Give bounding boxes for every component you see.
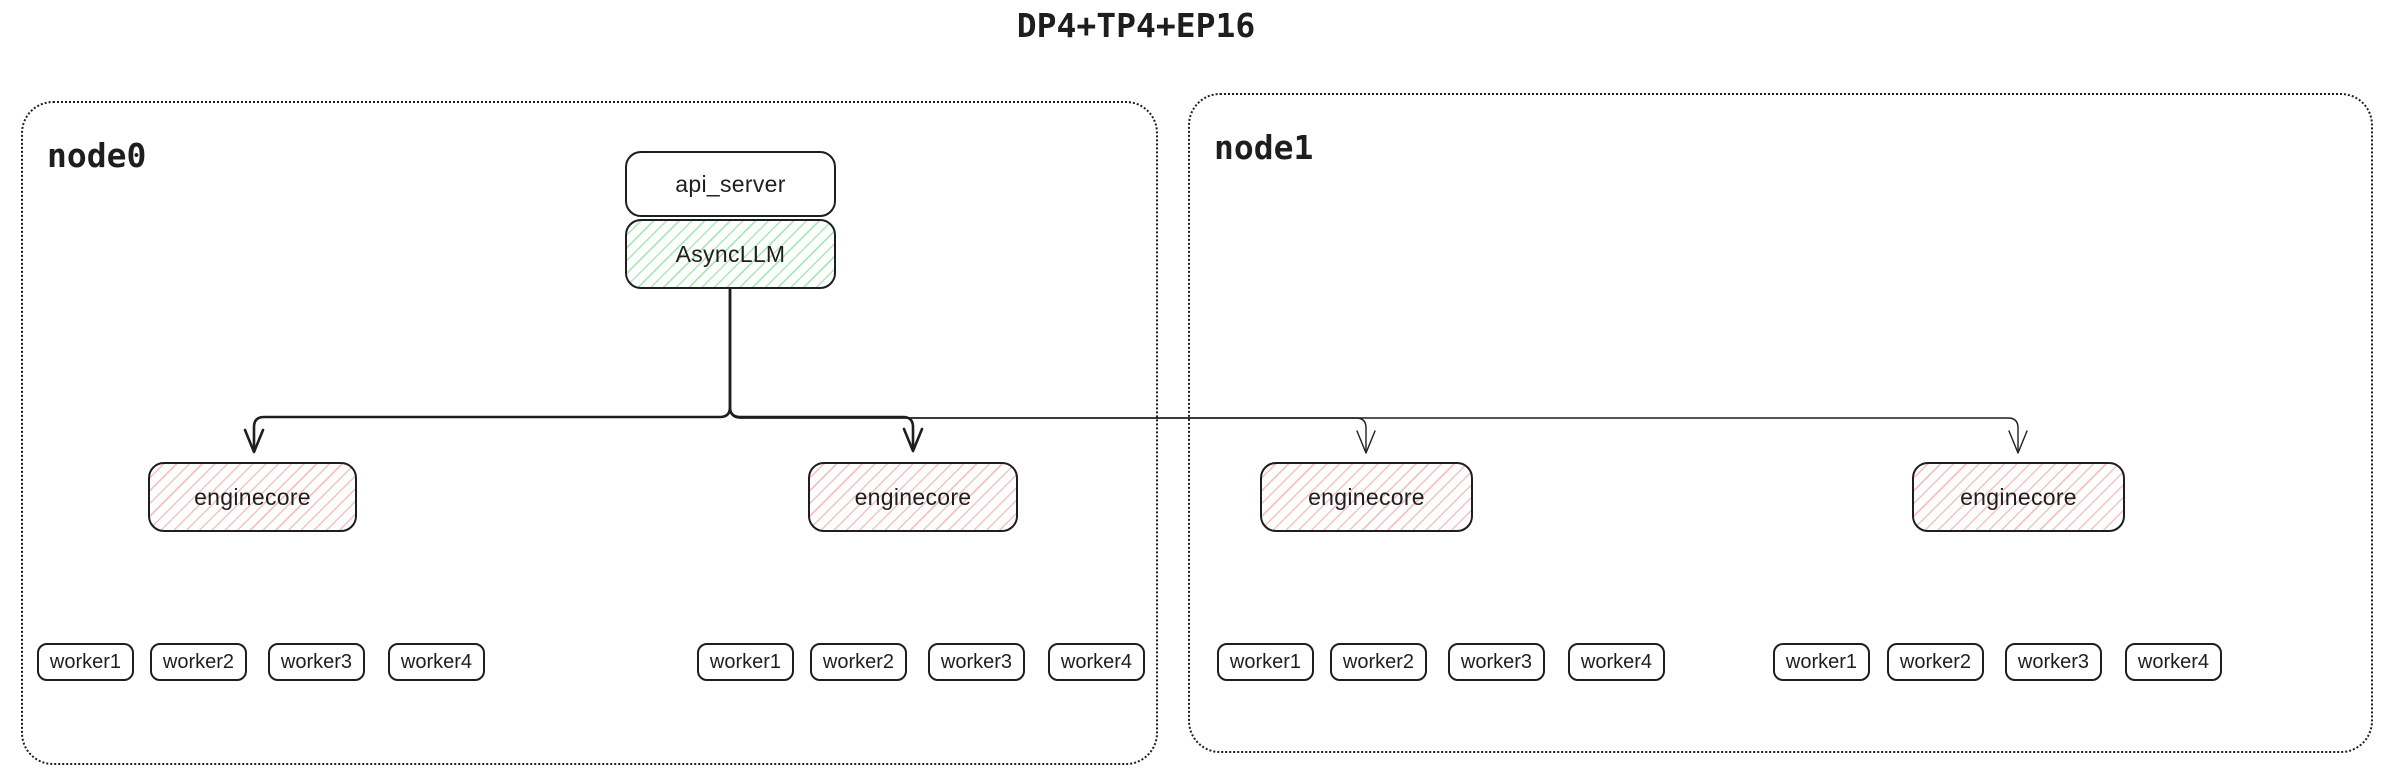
node1-enginecore1-box: enginecore xyxy=(1260,462,1473,532)
enginecore-label: enginecore xyxy=(1960,483,2077,510)
worker-label: worker2 xyxy=(1342,650,1415,673)
worker-label: worker3 xyxy=(1460,650,1533,673)
node0-group1-worker4-box: worker4 xyxy=(388,643,485,681)
node1-group2-worker4-box: worker4 xyxy=(2125,643,2222,681)
worker-label: worker4 xyxy=(400,650,473,673)
worker-label: worker4 xyxy=(2137,650,2210,673)
node1-group2-worker1-box: worker1 xyxy=(1773,643,1870,681)
node1-label: node1 xyxy=(1214,128,1314,167)
node0-group2-worker2-box: worker2 xyxy=(810,643,907,681)
diagram-title: DP4+TP4+EP16 xyxy=(1016,6,1256,45)
node0-group1-worker3-box: worker3 xyxy=(268,643,365,681)
worker-label: worker2 xyxy=(1899,650,1972,673)
node0-group2-worker4-box: worker4 xyxy=(1048,643,1145,681)
worker-label: worker3 xyxy=(2017,650,2090,673)
node0-label: node0 xyxy=(47,136,147,175)
worker-label: worker2 xyxy=(162,650,235,673)
node1-group1-worker1-box: worker1 xyxy=(1217,643,1314,681)
worker-label: worker1 xyxy=(49,650,122,673)
enginecore-label: enginecore xyxy=(854,483,972,510)
node1-group2-worker3-box: worker3 xyxy=(2005,643,2102,681)
api-server-label: api_server xyxy=(675,170,786,197)
worker-label: worker4 xyxy=(1580,650,1653,673)
node1-group2-worker2-box: worker2 xyxy=(1887,643,1984,681)
node0-group1-worker2-box: worker2 xyxy=(150,643,247,681)
worker-label: worker4 xyxy=(1060,650,1133,673)
enginecore-label: enginecore xyxy=(194,483,311,510)
node0-group2-worker3-box: worker3 xyxy=(928,643,1025,681)
node0-enginecore1-box: enginecore xyxy=(148,462,357,532)
node1-group1-worker2-box: worker2 xyxy=(1330,643,1427,681)
node0-group2-worker1-box: worker1 xyxy=(697,643,794,681)
worker-label: worker3 xyxy=(280,650,353,673)
node1-enginecore2-box: enginecore xyxy=(1912,462,2125,532)
worker-label: worker1 xyxy=(709,650,782,673)
worker-label: worker1 xyxy=(1785,650,1858,673)
enginecore-label: enginecore xyxy=(1308,483,1425,510)
worker-label: worker1 xyxy=(1229,650,1302,673)
worker-label: worker3 xyxy=(940,650,1013,673)
worker-label: worker2 xyxy=(822,650,895,673)
asyncllm-label: AsyncLLM xyxy=(675,240,786,267)
node0-group1-worker1-box: worker1 xyxy=(37,643,134,681)
node0-enginecore2-box: enginecore xyxy=(808,462,1018,532)
asyncllm-box: AsyncLLM xyxy=(625,219,836,289)
node1-group1-worker4-box: worker4 xyxy=(1568,643,1665,681)
node1-group1-worker3-box: worker3 xyxy=(1448,643,1545,681)
api-server-box: api_server xyxy=(625,151,836,217)
